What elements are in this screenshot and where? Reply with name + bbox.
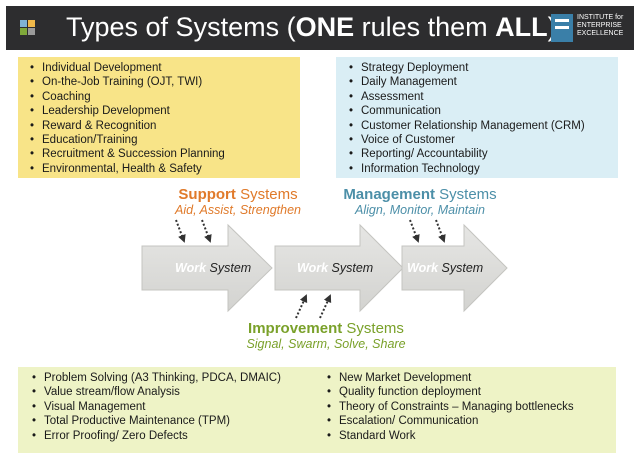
support-systems-label: Support Systems Aid, Assist, Strengthen xyxy=(175,186,301,217)
logo-text: INSTITUTE for ENTERPRISE EXCELLENCE xyxy=(577,14,624,37)
management-systems-box: Strategy Deployment Daily Management Ass… xyxy=(336,57,618,178)
support-arrow-1 xyxy=(175,219,186,243)
list-item: Value stream/flow Analysis xyxy=(30,385,281,400)
logo-square-3 xyxy=(20,28,27,35)
management-systems-label: Management Systems Align, Monitor, Maint… xyxy=(343,186,497,217)
list-item: Assessment xyxy=(347,90,585,105)
support-systems-box: Individual Development On-the-Job Traini… xyxy=(18,57,300,178)
logo-square-1 xyxy=(20,20,27,27)
list-item: New Market Development xyxy=(325,371,574,386)
list-item: Standard Work xyxy=(325,429,574,444)
work-system-label-1: Work System xyxy=(175,261,252,275)
work-system-chevron-2 xyxy=(274,223,404,313)
improvement-arrow-1 xyxy=(295,294,308,319)
list-item: Information Technology xyxy=(347,162,585,177)
logo-mark-icon xyxy=(551,14,573,42)
list-item: Reward & Recognition xyxy=(28,119,225,134)
list-item: Leadership Development xyxy=(28,104,225,119)
logo-square-4 xyxy=(28,28,35,35)
list-item: Coaching xyxy=(28,90,225,105)
institute-logo: INSTITUTE for ENTERPRISE EXCELLENCE xyxy=(551,12,631,44)
list-item: Problem Solving (A3 Thinking, PDCA, DMAI… xyxy=(30,371,281,386)
list-item: Communication xyxy=(347,104,585,119)
improvement-systems-box: Problem Solving (A3 Thinking, PDCA, DMAI… xyxy=(18,367,616,453)
list-item: Strategy Deployment xyxy=(347,61,585,76)
list-item: Daily Management xyxy=(347,75,585,90)
list-item: Recruitment & Succession Planning xyxy=(28,147,225,162)
list-item: On-the-Job Training (OJT, TWI) xyxy=(28,75,225,90)
improvement-arrow-2 xyxy=(319,294,332,319)
list-item: Theory of Constraints – Managing bottlen… xyxy=(325,400,574,415)
work-system-chevron-1 xyxy=(141,223,273,313)
work-system-label-3: Work System xyxy=(407,261,484,275)
work-system-chevron-3 xyxy=(401,223,508,313)
management-arrow-2 xyxy=(435,219,446,243)
list-item: Visual Management xyxy=(30,400,281,415)
support-arrow-2 xyxy=(201,219,212,243)
list-item: Environmental, Health & Safety xyxy=(28,162,225,177)
page-title: Types of Systems (ONE rules them ALL) xyxy=(66,12,557,42)
list-item: Education/Training xyxy=(28,133,225,148)
improvement-systems-label: Improvement Systems Signal, Swarm, Solve… xyxy=(246,320,406,351)
header-bar: Types of Systems (ONE rules them ALL) IN… xyxy=(6,6,634,50)
list-item: Error Proofing/ Zero Defects xyxy=(30,429,281,444)
list-item: Escalation/ Communication xyxy=(325,414,574,429)
list-item: Quality function deployment xyxy=(325,385,574,400)
logo-square-2 xyxy=(28,20,35,27)
management-arrow-1 xyxy=(409,219,420,243)
work-system-label-2: Work System xyxy=(297,261,374,275)
list-item: Individual Development xyxy=(28,61,225,76)
list-item: Customer Relationship Management (CRM) xyxy=(347,119,585,134)
list-item: Reporting/ Accountability xyxy=(347,147,585,162)
list-item: Total Productive Maintenance (TPM) xyxy=(30,414,281,429)
list-item: Voice of Customer xyxy=(347,133,585,148)
